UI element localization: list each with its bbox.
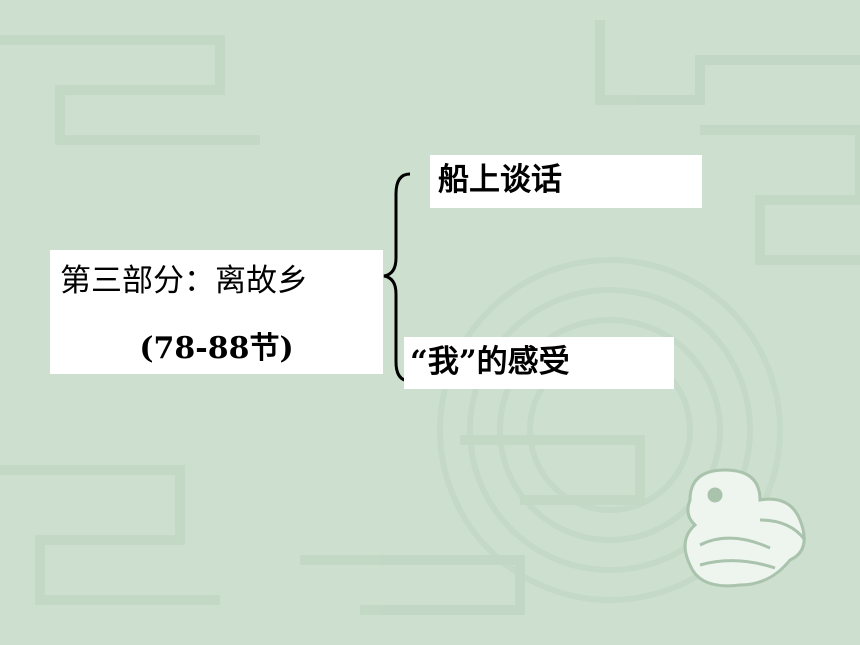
main-topic-title: 第三部分：离故乡: [60, 263, 308, 299]
curly-brace-icon: [383, 172, 411, 383]
branch-bottom-label: “我”的感受: [410, 344, 570, 380]
branch-box-top: 船上谈话: [430, 155, 702, 208]
branch-box-bottom: “我”的感受: [404, 337, 674, 389]
main-topic-box: 第三部分：离故乡 (78-88节): [50, 250, 383, 374]
branch-top-label: 船上谈话: [438, 162, 562, 198]
main-topic-subtitle: (78-88节): [139, 331, 294, 366]
dragon-motif-icon: [683, 468, 807, 588]
